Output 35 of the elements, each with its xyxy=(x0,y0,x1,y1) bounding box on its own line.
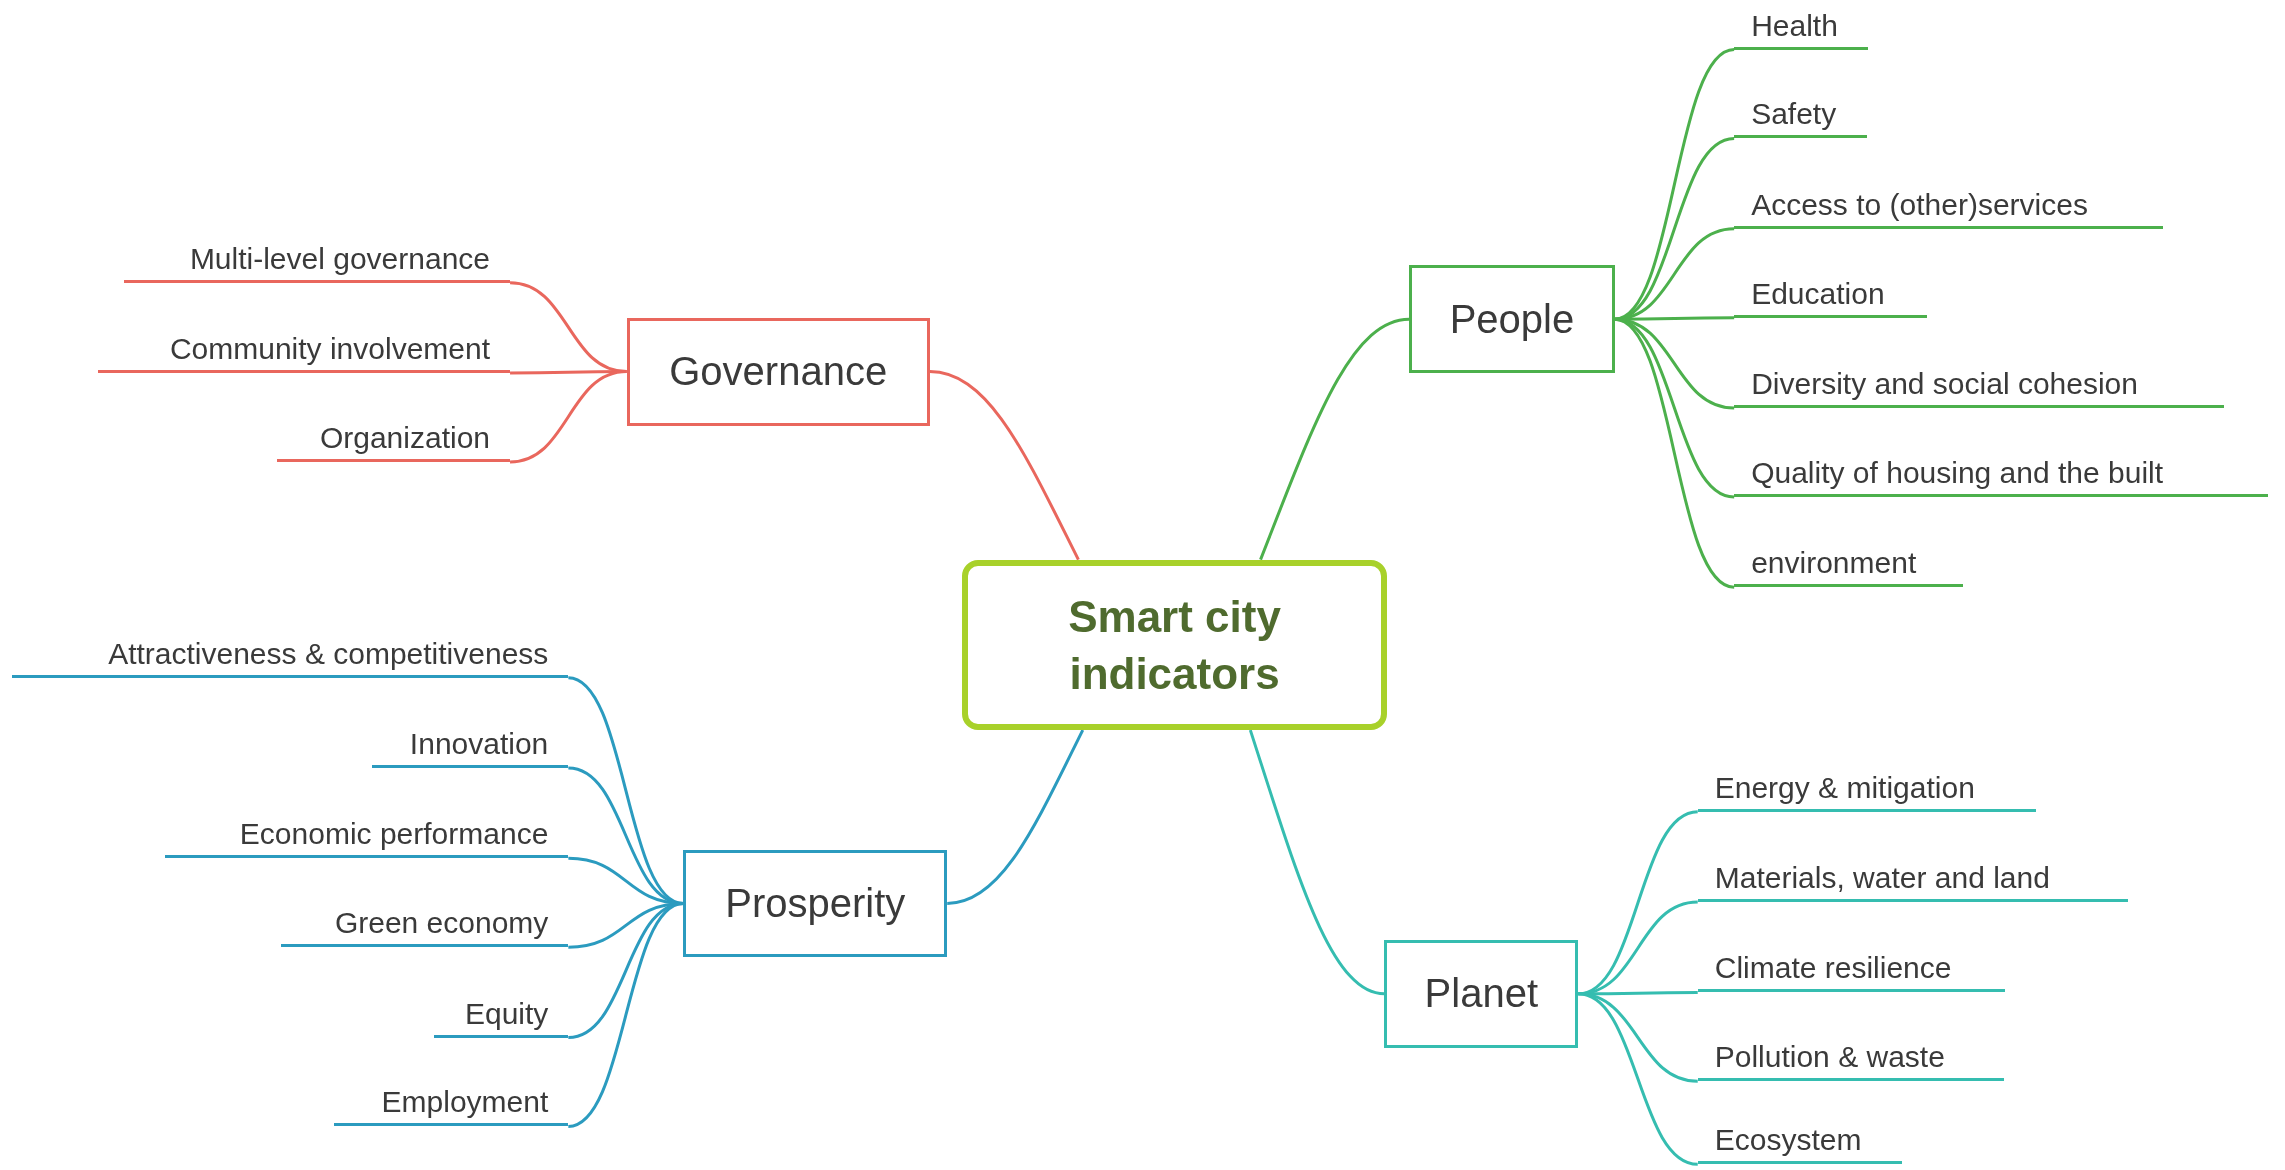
connector-line xyxy=(1248,729,1385,996)
subtopic-label: Equity xyxy=(434,979,569,1038)
connector-line xyxy=(1614,137,1735,321)
subtopic-label: Attractiveness & competitiveness xyxy=(11,619,569,678)
connector-line xyxy=(1578,992,1698,1083)
connector-line xyxy=(929,370,1080,561)
subtopic-label: Green economy xyxy=(281,888,569,948)
subtopic-label: environment xyxy=(1734,529,1963,588)
subtopic-label: Employment xyxy=(333,1068,569,1127)
connector-line xyxy=(567,902,684,1128)
subtopic-label: Economic performance xyxy=(164,800,569,859)
subtopic-label: Education xyxy=(1734,259,1927,318)
subtopic-label: Access to (other)services xyxy=(1734,170,2163,229)
subtopic-label: Ecosystem xyxy=(1697,1106,1902,1165)
subtopic-label: Innovation xyxy=(371,709,569,768)
connector-line xyxy=(509,370,627,464)
subtopic-label: Materials, water and land xyxy=(1697,843,2128,903)
subtopic-label: Quality of housing and the built xyxy=(1734,438,2268,497)
subtopic-label: Energy & mitigation xyxy=(1697,753,2036,812)
subtopic-label: Safety xyxy=(1734,80,1867,139)
subtopic-label: Health xyxy=(1734,0,1869,50)
subtopic-label: Multi-level governance xyxy=(123,224,511,283)
subtopic-label: Community involvement xyxy=(97,314,511,374)
connector-line xyxy=(1577,992,1699,1166)
topic-box: Prosperity xyxy=(683,849,948,958)
central-topic-box: Smart city indicators xyxy=(961,559,1388,731)
subtopic-label: Climate resilience xyxy=(1697,934,2006,993)
topic-box: Planet xyxy=(1384,939,1579,1048)
subtopic-label: Pollution & waste xyxy=(1697,1023,2004,1082)
subtopic-label: Diversity and social cohesion xyxy=(1734,349,2224,408)
subtopic-label: Organization xyxy=(276,403,511,462)
topic-box: Governance xyxy=(626,317,930,426)
connector-line xyxy=(1259,317,1410,561)
connector-line xyxy=(947,729,1085,905)
topic-box: People xyxy=(1409,265,1615,374)
